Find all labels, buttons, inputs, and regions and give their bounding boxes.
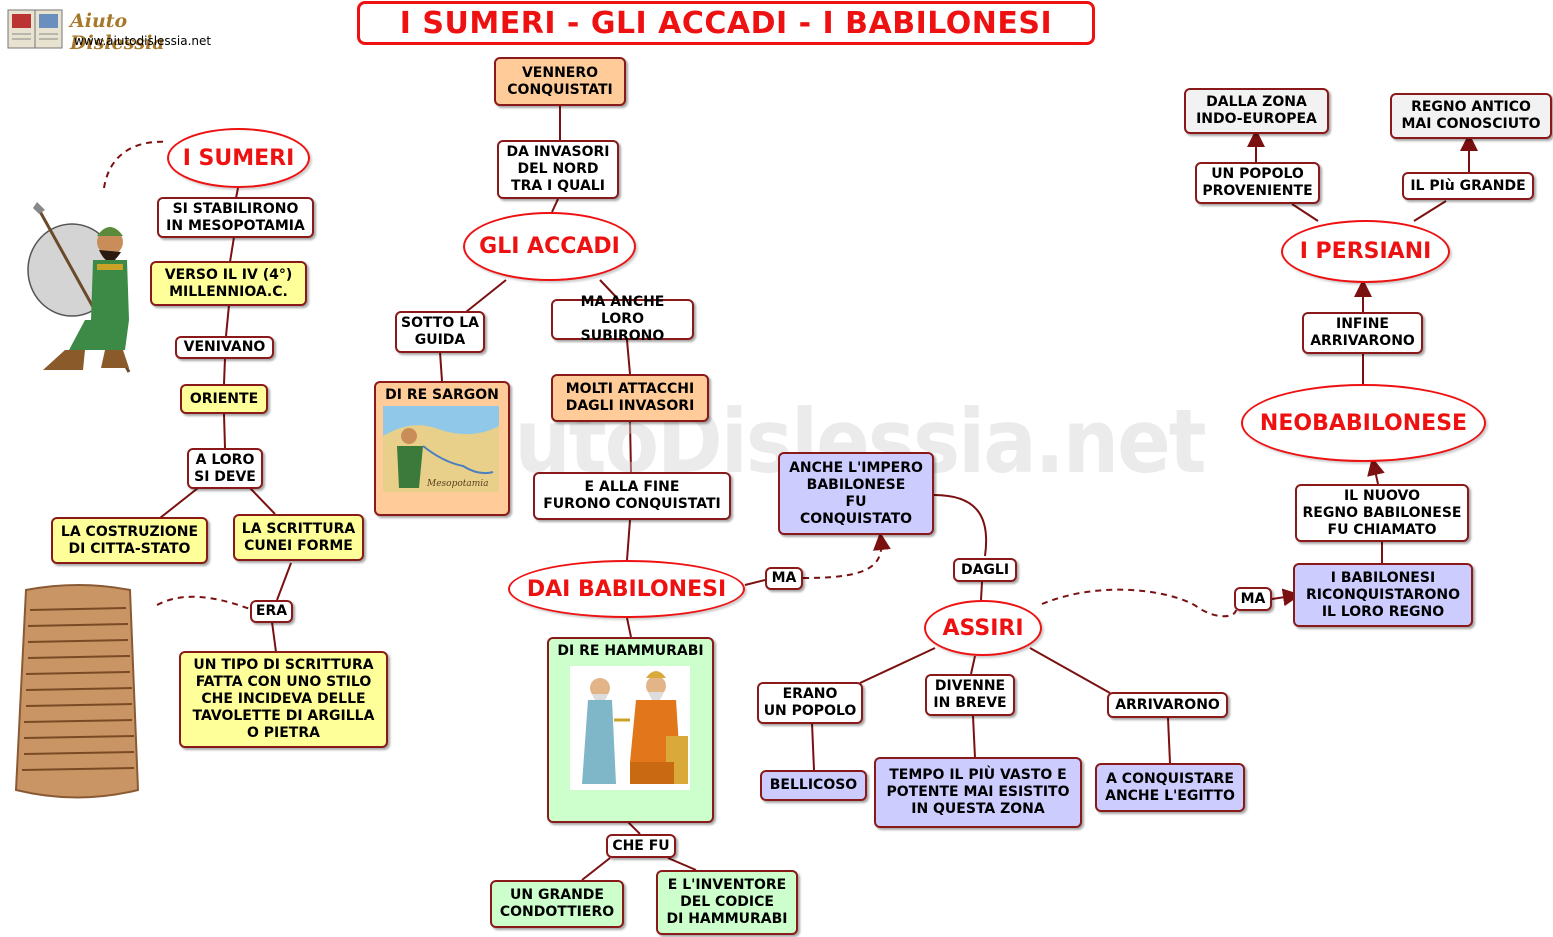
node-impero-conquistato[interactable]: ANCHE L'IMPERO BABILONESE FU CONQUISTATO xyxy=(778,452,934,535)
hammurabi-label: DI RE HAMMURABI xyxy=(557,643,704,659)
node-divenne-in-breve[interactable]: DIVENNE IN BREVE xyxy=(925,674,1015,716)
node-verso-millennio[interactable]: VERSO IL IV (4°) MILLENNIOA.C. xyxy=(150,261,307,306)
node-da-invasori-del-nord[interactable]: DA INVASORI DEL NORD TRA I QUALI xyxy=(497,140,619,199)
node-a-loro-si-deve[interactable]: A LORO SI DEVE xyxy=(187,448,263,489)
node-tipo-di-scrittura[interactable]: UN TIPO DI SCRITTURA FATTA CON UNO STILO… xyxy=(179,651,388,748)
node-scrittura-cuneiforme[interactable]: LA SCRITTURA CUNEI FORME xyxy=(233,514,364,561)
node-regno-antico[interactable]: REGNO ANTICO MAI CONOSCIUTO xyxy=(1390,93,1552,139)
node-bellicoso[interactable]: BELLICOSO xyxy=(760,770,867,801)
node-arrivarono[interactable]: ARRIVARONO xyxy=(1107,692,1228,718)
node-gli-accadi[interactable]: GLI ACCADI xyxy=(463,212,636,281)
node-e-alla-fine[interactable]: E ALLA FINE FURONO CONQUISTATI xyxy=(533,472,731,520)
node-costruzione-citta-stato[interactable]: LA COSTRUZIONE DI CITTA-STATO xyxy=(51,517,208,564)
node-zona-indo-europea[interactable]: DALLA ZONA INDO-EUROPEA xyxy=(1184,88,1329,134)
node-dagli[interactable]: DAGLI xyxy=(953,558,1017,582)
node-era[interactable]: ERA xyxy=(250,600,293,623)
node-venivano[interactable]: VENIVANO xyxy=(175,336,274,359)
aiuto-dislessia-logo[interactable]: Aiuto Dislessia www.aiutodislessia.net xyxy=(6,4,216,54)
node-ma-babilonesi[interactable]: MA xyxy=(765,567,803,590)
cuneiform-tablet-image xyxy=(14,584,140,799)
sargon-map-image: Mesopotamia xyxy=(383,406,499,492)
node-erano-un-popolo[interactable]: ERANO UN POPOLO xyxy=(757,682,863,724)
map-label: Mesopotamia xyxy=(426,479,489,489)
node-dai-babilonesi[interactable]: DAI BABILONESI xyxy=(508,560,745,618)
node-nuovo-regno[interactable]: IL NUOVO REGNO BABILONESE FU CHIAMATO xyxy=(1295,484,1469,542)
node-i-sumeri[interactable]: I SUMERI xyxy=(167,128,310,188)
node-molti-attacchi[interactable]: MOLTI ATTACCHI DAGLI INVASORI xyxy=(551,374,709,422)
node-grande-condottiero[interactable]: UN GRANDE CONDOTTIERO xyxy=(490,880,624,928)
book-icon xyxy=(7,9,63,49)
node-i-persiani[interactable]: I PERSIANI xyxy=(1281,220,1450,283)
node-inventore-codice[interactable]: E L'INVENTORE DEL CODICE DI HAMMURABI xyxy=(656,870,798,935)
sargon-label: DI RE SARGON xyxy=(385,387,499,403)
node-babilonesi-riconquistarono[interactable]: I BABILONESI RICONQUISTARONO IL LORO REG… xyxy=(1293,563,1473,627)
node-sotto-la-guida[interactable]: SOTTO LA GUIDA xyxy=(395,311,485,353)
node-assiri[interactable]: ASSIRI xyxy=(924,600,1042,656)
node-si-stabilirono[interactable]: SI STABILIRONO IN MESOPOTAMIA xyxy=(157,197,314,238)
node-il-piu-grande[interactable]: IL PIù GRANDE xyxy=(1402,172,1534,200)
node-conquistare-egitto[interactable]: A CONQUISTARE ANCHE L'EGITTO xyxy=(1095,763,1245,812)
node-infine-arrivarono[interactable]: INFINE ARRIVARONO xyxy=(1302,312,1423,354)
node-vennero-conquistati[interactable]: VENNERO CONQUISTATI xyxy=(494,57,626,106)
logo-url: www.aiutodislessia.net xyxy=(74,34,212,48)
node-oriente[interactable]: ORIENTE xyxy=(180,384,268,414)
node-neobabilonese[interactable]: NEOBABILONESE xyxy=(1241,384,1486,462)
page-title: I SUMERI - GLI ACCADI - I BABILONESI xyxy=(357,1,1095,45)
logo-name: Aiuto Dislessia xyxy=(70,10,165,54)
sumerian-warrior-image xyxy=(27,202,131,373)
node-un-popolo-proveniente[interactable]: UN POPOLO PROVENIENTE xyxy=(1195,162,1320,204)
node-ma-anche-loro-subirono[interactable]: MA ANCHE LORO SUBIRONO xyxy=(551,294,694,344)
node-ma-assiri[interactable]: MA xyxy=(1234,587,1272,611)
node-impero-piu-vasto[interactable]: TEMPO IL PIÙ VASTO E POTENTE MAI ESISTIT… xyxy=(874,757,1082,828)
hammurabi-image xyxy=(570,666,690,790)
node-che-fu[interactable]: CHE FU xyxy=(606,834,676,858)
